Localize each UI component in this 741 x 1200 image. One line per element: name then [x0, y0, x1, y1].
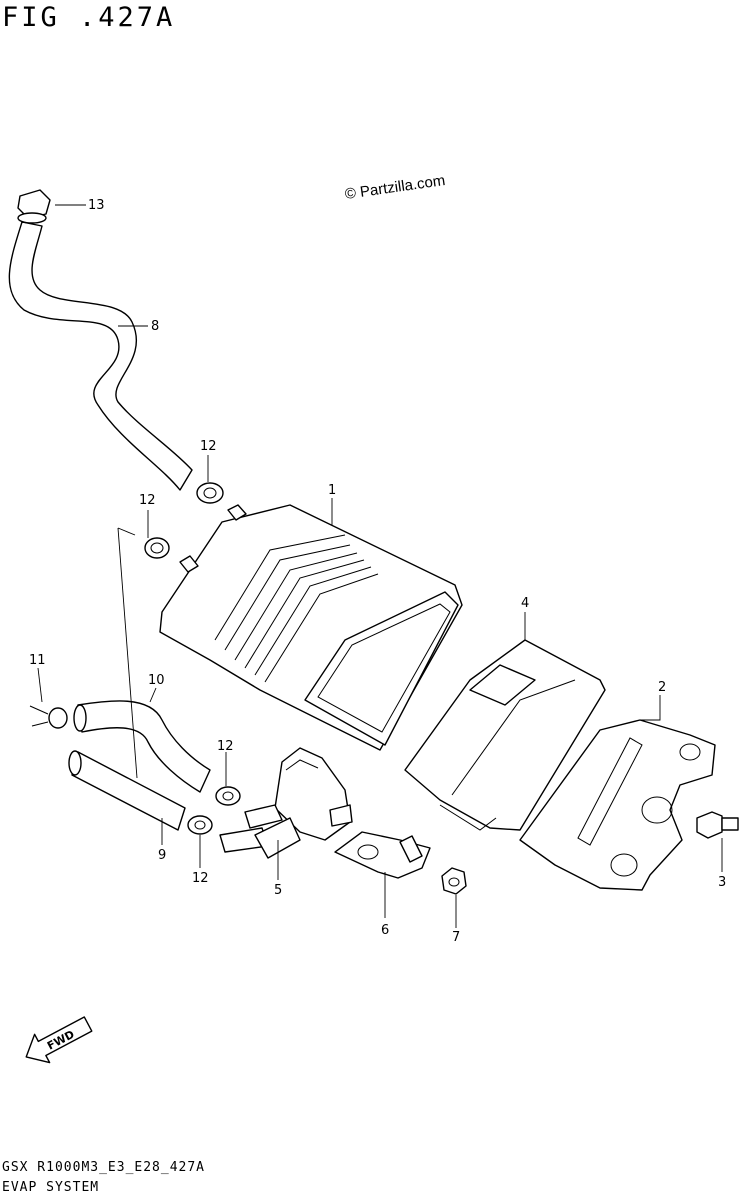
- model-code: GSX R1000M3_E3_E28_427A: [2, 1160, 206, 1175]
- callout-13: 13: [88, 198, 105, 213]
- callout-8: 8: [151, 319, 159, 334]
- callout-6: 6: [381, 923, 389, 938]
- callout-2: 2: [658, 680, 666, 695]
- callout-12-mid: 12: [217, 739, 234, 754]
- canister-part-1[interactable]: [159, 504, 463, 751]
- callout-10: 10: [148, 673, 165, 688]
- callout-7: 7: [452, 930, 460, 945]
- callout-5: 5: [274, 883, 282, 898]
- valve-part-5[interactable]: [219, 747, 353, 859]
- callout-9: 9: [158, 848, 166, 863]
- clip-part-11[interactable]: [29, 705, 68, 729]
- clamp-part-12-bottom[interactable]: [187, 815, 213, 835]
- bracket-part-2[interactable]: [519, 719, 716, 891]
- bolt-part-3[interactable]: [696, 811, 739, 839]
- nut-part-7[interactable]: [441, 867, 467, 895]
- cover-part-4[interactable]: [404, 639, 606, 831]
- callout-11: 11: [29, 653, 46, 668]
- hose-part-10[interactable]: [73, 700, 211, 793]
- fwd-arrow-icon: FWD: [25, 1016, 93, 1064]
- clamp-part-12-mid[interactable]: [215, 786, 241, 806]
- callout-12-bottom: 12: [192, 871, 209, 886]
- clamp-part-12-top[interactable]: [196, 482, 224, 504]
- leader-lines: [37, 204, 723, 928]
- callout-12-top: 12: [200, 439, 217, 454]
- callout-1: 1: [328, 483, 336, 498]
- clip-part-13[interactable]: [17, 189, 51, 224]
- section-name: EVAP SYSTEM: [2, 1180, 100, 1195]
- hose-part-9[interactable]: [68, 750, 186, 831]
- figure-title: FIG .427A: [2, 2, 176, 33]
- callout-4: 4: [521, 596, 529, 611]
- callout-3: 3: [718, 875, 726, 890]
- hose-part-8[interactable]: [8, 221, 193, 491]
- callout-12-left: 12: [139, 493, 156, 508]
- clamp-part-12-left[interactable]: [144, 537, 170, 559]
- bracket-part-6[interactable]: [334, 831, 431, 879]
